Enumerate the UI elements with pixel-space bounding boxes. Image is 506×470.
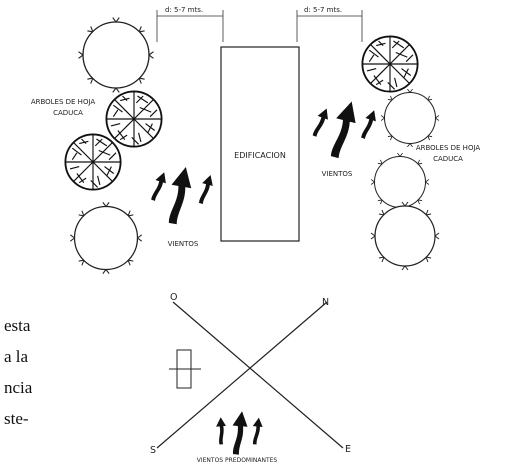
- wind-arrow-icon: [215, 416, 228, 445]
- tree-canopy-icon: [361, 35, 419, 93]
- compass-east: E: [345, 444, 351, 455]
- left-trees-label-line1: ARBOLES DE HOJA: [31, 98, 96, 106]
- wind-arrow-icon: [251, 417, 264, 445]
- wind-arrow-icon: [196, 173, 216, 206]
- building: EDIFICACION: [220, 46, 300, 242]
- building-label: EDIFICACION: [234, 151, 286, 160]
- left-tree-group: [64, 16, 163, 275]
- right-trees-label-line2: CADUCA: [433, 155, 463, 163]
- tree-canopy-icon: [105, 90, 163, 148]
- left-wind-label: VIENTOS: [168, 240, 199, 248]
- deciduous-tree-icon: [380, 88, 440, 148]
- wind-arrow-icon: [149, 170, 169, 203]
- wind-arrow-icon: [310, 106, 332, 139]
- left-trees-label-line2: CADUCA: [53, 109, 83, 117]
- left-wind-arrows: [149, 165, 216, 226]
- right-wind-label: VIENTOS: [322, 170, 353, 178]
- side-text-line4: ste-: [4, 409, 29, 428]
- right-wind-arrows: [310, 98, 379, 161]
- right-tree-group: [361, 35, 440, 271]
- compass-north: N: [322, 297, 329, 308]
- deciduous-tree-icon: [370, 152, 430, 212]
- dimension-right-label: d: 5-7 mts.: [304, 6, 342, 14]
- wind-arrow-icon: [359, 108, 379, 141]
- compass-caption: VIENTOS PREDOMINANTES: [197, 457, 278, 464]
- wind-arrow-icon: [164, 165, 195, 226]
- side-text-line1: esta: [4, 316, 31, 335]
- compass-west: O: [170, 292, 177, 303]
- wind-arrow-icon: [230, 410, 249, 456]
- deciduous-tree-icon: [370, 201, 440, 271]
- wind-arrow-icon: [326, 98, 361, 161]
- deciduous-tree-icon: [77, 16, 155, 94]
- right-trees-label-line1: ARBOLES DE HOJA: [416, 144, 481, 152]
- deciduous-tree-icon: [69, 201, 143, 275]
- side-text-line3: ncia: [4, 378, 33, 397]
- dimension-left-label: d: 5-7 mts.: [165, 6, 203, 14]
- compass-south: S: [150, 445, 156, 456]
- side-text: esta a la ncia ste-: [4, 316, 33, 428]
- compass: O N S E VIENTOS PREDOMINANTES: [150, 292, 351, 464]
- dimension-left: d: 5-7 mts.: [156, 6, 224, 42]
- tree-canopy-icon: [64, 133, 122, 191]
- dimension-right: d: 5-7 mts.: [296, 6, 363, 42]
- side-text-line2: a la: [4, 347, 29, 366]
